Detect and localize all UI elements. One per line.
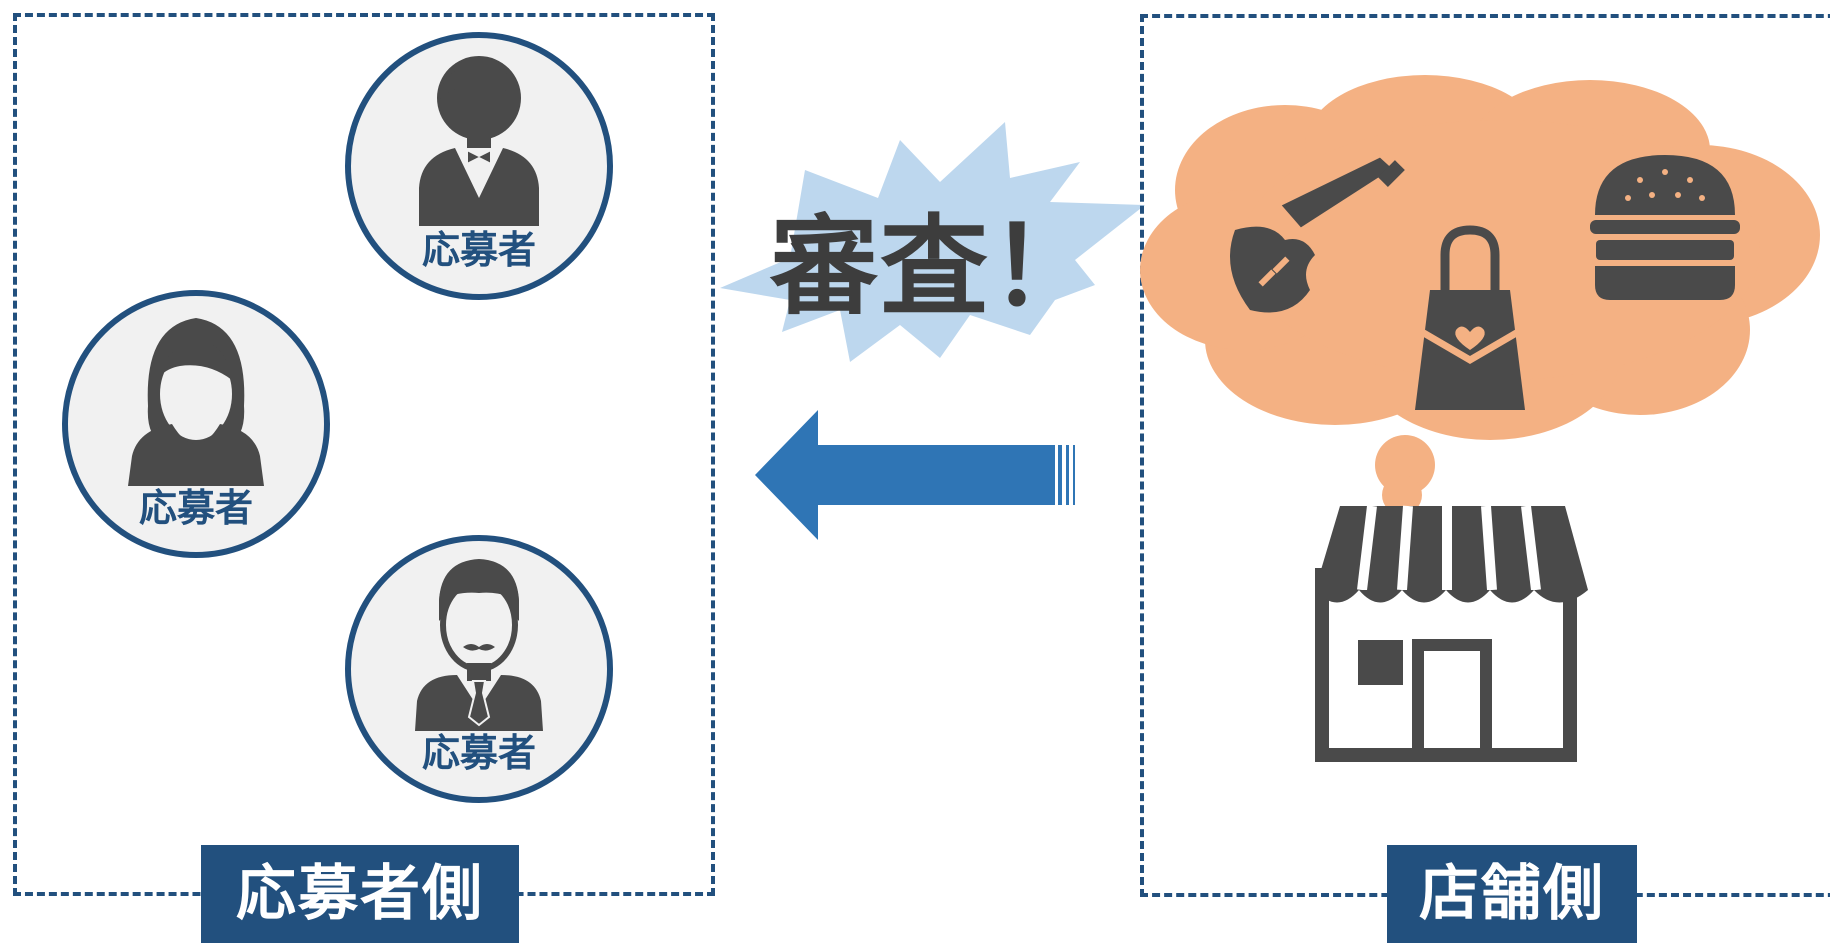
- woman-icon: [128, 318, 264, 486]
- hamburger-seeds: [1625, 169, 1705, 201]
- applicant-label: 応募者: [421, 731, 536, 775]
- applicant-label: 応募者: [421, 228, 536, 272]
- hamburger-icon: [1590, 155, 1740, 300]
- applicant-man-mustache: 応募者: [345, 535, 613, 803]
- review-burst-shape: [720, 122, 1145, 362]
- man-bowtie-icon: [419, 56, 539, 226]
- applicant-man-bowtie: 応募者: [345, 32, 613, 300]
- store-thought-illustration: [1140, 75, 1820, 762]
- applicant-side-label: 応募者側: [201, 845, 519, 943]
- left-arrow-icon: [755, 410, 1075, 540]
- man-mustache-icon: [415, 559, 543, 731]
- store-side-label: 店舗側: [1387, 845, 1637, 943]
- applicant-label: 応募者: [138, 486, 253, 530]
- storefront-icon: [1315, 505, 1588, 762]
- handbag-icon: [1415, 225, 1525, 410]
- applicant-woman: 応募者: [62, 290, 330, 558]
- review-text: 審査！: [770, 205, 1101, 330]
- guitar-icon: [1230, 157, 1405, 313]
- guitar-strings-detail: [1258, 256, 1290, 287]
